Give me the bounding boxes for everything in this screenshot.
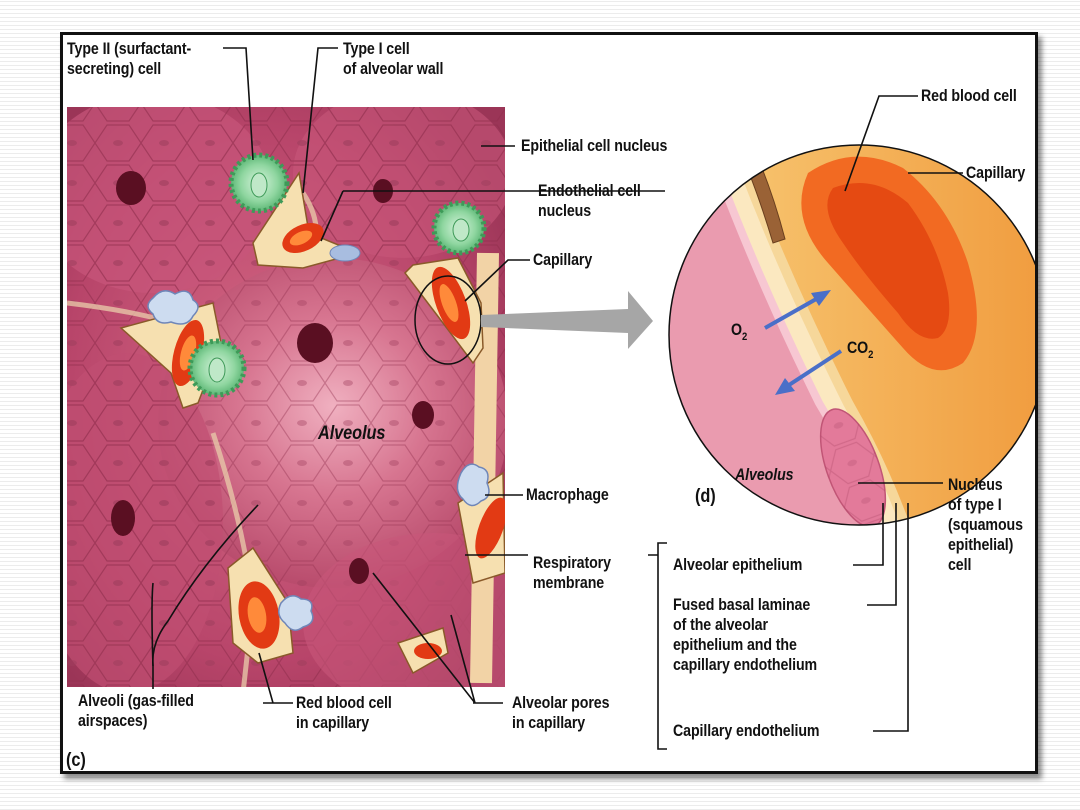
- leader-lines: [151, 47, 963, 750]
- enlarged-view: [669, 145, 1035, 525]
- o2-arrow: [764, 290, 831, 330]
- co2-arrow: [775, 349, 843, 395]
- label-macrophage: Macrophage: [526, 486, 609, 504]
- capillary-wall-1: [252, 170, 361, 269]
- macrophage-cell: [278, 595, 314, 631]
- alveolar-pore: [412, 401, 434, 429]
- magnify-arrow: [481, 291, 653, 349]
- type-ii-cell: [228, 152, 290, 214]
- capillary-wall-4: [227, 546, 294, 664]
- label-alveolus-d: Alveolus: [735, 466, 794, 484]
- label-type-ii-cell: Type II (surfactant-secreting) cell: [67, 40, 192, 78]
- label-capillary-endothelium: Capillary endothelium: [673, 722, 820, 740]
- figure-frame: Type II (surfactant-secreting) cell Type…: [60, 32, 1038, 774]
- panel-c-letter: (c): [66, 750, 86, 771]
- label-co2: CO2: [847, 339, 874, 361]
- panel-d-letter: (d): [695, 486, 716, 507]
- type-ii-cell: [431, 200, 487, 256]
- capillary-wall-6: [396, 627, 449, 675]
- alveolar-pore: [116, 171, 146, 205]
- alveolus-illustration: [67, 47, 1035, 750]
- alveolar-pore: [297, 323, 333, 363]
- label-red-blood-cell: Red blood cell: [921, 87, 1017, 105]
- label-epithelial-cell-nucleus: Epithelial cell nucleus: [521, 137, 668, 155]
- label-alveolar-epithelium: Alveolar epithelium: [673, 556, 803, 574]
- type-ii-cell: [187, 338, 247, 398]
- label-capillary: Capillary: [533, 251, 593, 269]
- enlarged-view-outline: [668, 144, 1035, 526]
- label-fused-basal-laminae: Fused basal laminae of the alveolar epit…: [673, 596, 818, 674]
- label-capillary-d: Capillary: [966, 164, 1026, 182]
- label-o2: O2: [731, 321, 748, 343]
- alveolar-pore: [349, 558, 369, 584]
- macrophage-cell: [147, 290, 199, 325]
- capillary-wall-2: [404, 257, 484, 365]
- label-nucleus-type-i: Nucleus of type I (squamous epithelial) …: [948, 476, 1023, 574]
- alveolar-pore: [111, 500, 135, 536]
- label-alveolus: Alveolus: [318, 423, 386, 444]
